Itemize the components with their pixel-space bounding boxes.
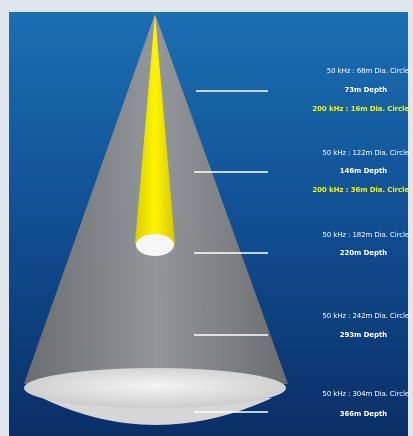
marker-5-depth-label: 366m Depth <box>339 410 387 418</box>
marker-4-depth-label: 293m Depth <box>339 331 387 339</box>
marker-1-depth-label: 73m Depth <box>344 86 388 94</box>
narrow-beam-cone <box>135 14 175 244</box>
marker-2-depth-label: 146m Depth <box>339 167 387 175</box>
narrow-beam-footprint <box>136 234 174 256</box>
marker-3-depth-label: 220m Depth <box>339 249 387 257</box>
marker-5-50khz-label: 50 kHz : 304m Dia. Circle <box>322 390 409 398</box>
marker-3-50khz-label: 50 kHz : 182m Dia. Circle <box>322 231 409 239</box>
marker-1-200khz-label: 200 kHz : 16m Dia. Circle <box>312 105 409 113</box>
marker-2-200khz-label: 200 kHz : 36m Dia. Circle <box>312 186 409 194</box>
wide-beam-footprint <box>24 368 286 408</box>
marker-2-50khz-label: 50 kHz : 122m Dia. Circle <box>322 149 409 157</box>
marker-1-50khz-label: 50 kHz : 68m Dia. Circle <box>326 67 409 75</box>
marker-4-50khz-label: 50 kHz : 242m Dia. Circle <box>322 312 409 320</box>
